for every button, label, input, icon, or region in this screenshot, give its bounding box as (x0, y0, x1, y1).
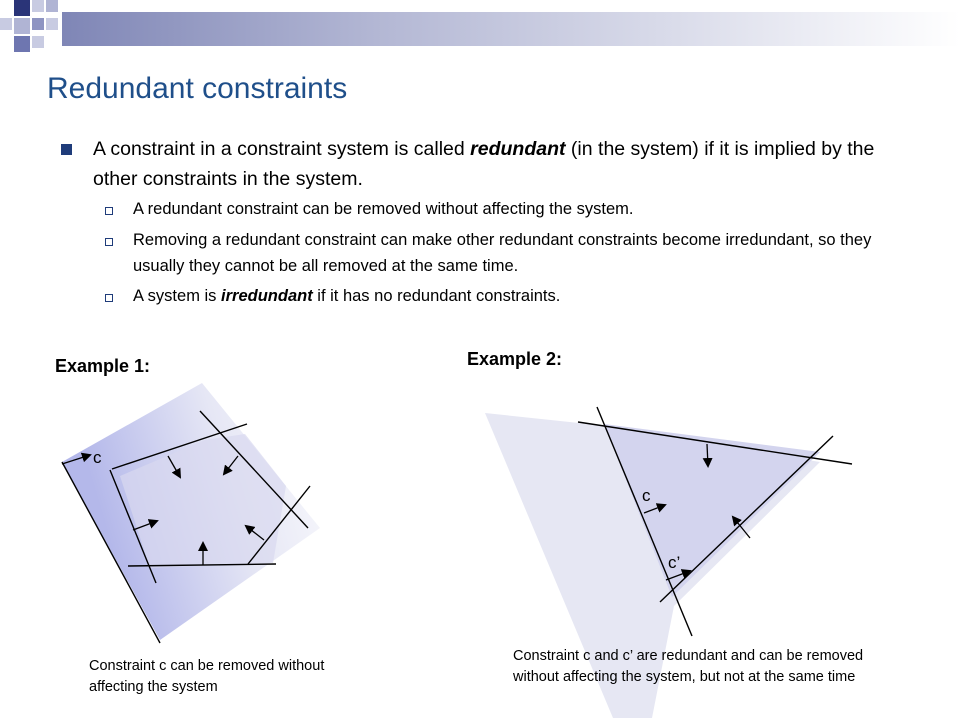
sub-bullet-2: Removing a redundant constraint can make… (133, 231, 872, 275)
sub-bullet-1: A redundant constraint can be removed wi… (133, 200, 634, 218)
example1-arrow (244, 524, 265, 541)
example1-constraint-line (247, 485, 311, 565)
header-square (46, 0, 58, 12)
example1-arrow (61, 452, 92, 465)
sub-bullet-3: A system is irredundant if it has no red… (133, 283, 913, 309)
example1-arrow (132, 519, 159, 531)
sub-bullet-3-before: A system is (133, 287, 222, 305)
example1-constraint-line (127, 563, 277, 567)
main-bullet-after: (in the system) if it is implied by the … (93, 138, 875, 190)
header-square (46, 18, 58, 30)
header-square (0, 18, 12, 30)
sub-bullet-3-emphasis: irredundant (221, 287, 313, 305)
example1-constraint-line (111, 423, 248, 470)
example1-label: Example 1: (55, 356, 151, 376)
header-square (32, 0, 44, 12)
example2-c-prime-label: c’ (668, 553, 680, 572)
example1-c-label: c (93, 448, 102, 467)
main-bullet-text: A constraint in a constraint system is c… (93, 134, 913, 194)
main-bullet-before: A constraint in a constraint system is c… (93, 138, 471, 160)
main-bullet-marker (61, 144, 72, 155)
example1-constraint-line (199, 410, 309, 529)
example2-constraint-c-line (596, 406, 693, 637)
example1-constraint-c-line (61, 461, 161, 644)
example1-arrow (222, 455, 239, 476)
header-square (32, 18, 44, 30)
header-gradient-bar (62, 12, 960, 46)
example1-constraint-line (109, 469, 157, 584)
header-square (14, 0, 30, 16)
example2-c-label: c (642, 486, 651, 505)
example1-caption: Constraint c can be removed without affe… (89, 658, 325, 695)
sub-bullet-3-after: if it has no redundant constraints. (312, 287, 561, 305)
example2-arrow (643, 503, 667, 514)
sub-bullet-marker (105, 294, 113, 302)
example2-caption: Constraint c and c’ are redundant and ca… (513, 648, 864, 685)
example1-arrow (167, 455, 181, 479)
header-square (14, 36, 30, 52)
main-bullet-emphasis: redundant (470, 138, 566, 160)
example2-label: Example 2: (467, 349, 563, 369)
example2-arrow (731, 515, 751, 539)
example2-arrow (665, 569, 692, 581)
sub-bullet-marker (105, 238, 113, 246)
header-decoration (0, 0, 960, 52)
example2-constraint-line (577, 421, 853, 465)
header-square (14, 18, 30, 34)
example2-arrow (702, 443, 713, 468)
slide-title: Redundant constraints (47, 72, 348, 105)
header-square (32, 36, 44, 48)
sub-bullet-marker (105, 207, 113, 215)
